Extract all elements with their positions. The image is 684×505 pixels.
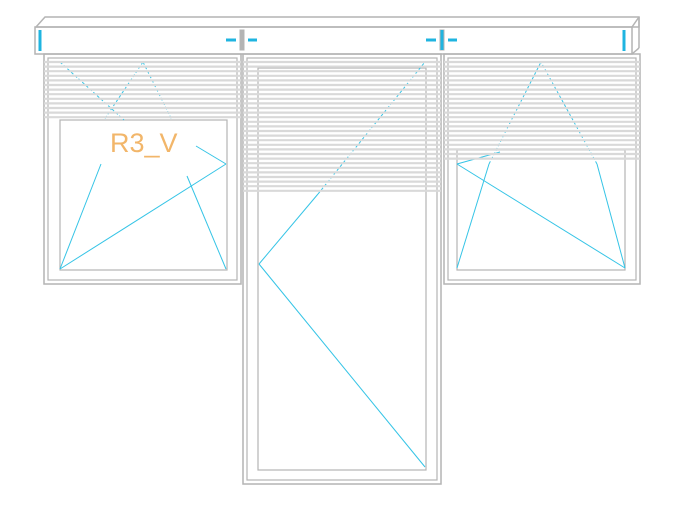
center-door-outer-frame bbox=[242, 53, 442, 485]
left-window-inner-frame bbox=[47, 57, 238, 281]
right-window-outer-frame bbox=[443, 53, 641, 285]
right-window-tilt-line-left bbox=[456, 163, 490, 269]
shutter-box-top bbox=[34, 16, 640, 28]
left-window-tilt-line-right bbox=[186, 175, 227, 270]
mullion-post-left bbox=[239, 29, 245, 51]
left-window-outer-frame bbox=[43, 53, 242, 285]
left-window-glass bbox=[59, 119, 228, 271]
left-window-turn-line bbox=[59, 163, 227, 270]
shutter-box-edge bbox=[631, 16, 640, 28]
right-window-turn-line bbox=[456, 163, 626, 269]
left-window-tilt-line-left bbox=[59, 163, 102, 270]
shutter-box bbox=[34, 26, 633, 55]
center-door-turn-line-lower bbox=[258, 263, 426, 468]
left-window-blind-line-1 bbox=[59, 61, 125, 121]
right-window-tilt-line-right bbox=[596, 163, 626, 269]
center-door-glass bbox=[257, 67, 427, 471]
center-door-blind-line bbox=[317, 61, 426, 195]
center-door-turn-line-upper bbox=[258, 193, 319, 265]
right-window-inner-frame bbox=[447, 57, 637, 281]
left-window-tilt-line-top bbox=[195, 145, 227, 165]
right-window-blind-line-2 bbox=[540, 61, 598, 165]
shutter-box-corner bbox=[631, 47, 640, 55]
center-door-inner-frame bbox=[246, 57, 438, 481]
